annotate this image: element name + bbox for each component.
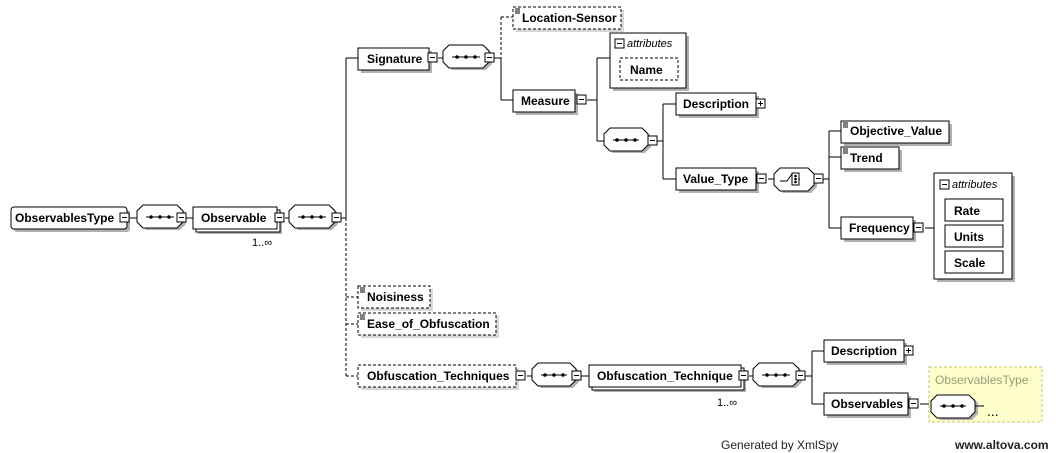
element-objective-value[interactable]: Objective_Value [840,120,952,146]
element-label: Description [831,344,897,358]
collapse-toggle-icon[interactable] [913,222,924,233]
cardinality-label: 1..∞ [252,237,272,249]
expand-toggle-icon[interactable] [755,98,766,109]
collapse-toggle-icon[interactable] [795,370,806,381]
element-value-type[interactable]: Value_Type [675,167,759,193]
sequence-compositor-4[interactable] [603,127,651,153]
sequence-compositor-6[interactable] [752,362,802,388]
element-label: Trend [850,151,883,165]
element-description-1[interactable]: Description [675,92,759,118]
sequence-compositor-1[interactable] [136,204,186,230]
element-label: Observable [201,211,267,225]
text-content-icon [515,8,520,14]
element-label: Objective_Value [850,124,942,138]
element-trend[interactable]: Trend [840,146,902,172]
element-frequency[interactable]: Frequency [840,216,916,242]
element-label: Location-Sensor [522,11,617,25]
element-obfuscation-technique[interactable]: Obfuscation_Technique [588,364,746,392]
sequence-compositor-3[interactable] [442,44,492,70]
collapse-toggle-icon[interactable] [515,370,526,381]
attribute-name: Name [630,63,663,77]
sequence-compositor-5[interactable] [531,362,579,388]
element-observables[interactable]: Observables [823,392,911,418]
collapse-toggle-icon[interactable] [571,370,582,381]
collapse-toggle-icon[interactable] [813,173,824,184]
attributes-group-frequency: attributes Rate Units Scale [933,172,1015,282]
collapse-toggle-icon[interactable] [427,52,438,63]
element-label: Description [683,97,749,111]
collapse-toggle-icon[interactable] [908,398,919,409]
element-label: ObservablesType [15,211,114,225]
element-measure[interactable]: Measure [512,89,578,115]
attributes-label: attributes [627,38,673,50]
collapse-toggle-icon[interactable] [274,212,285,223]
expand-toggle-icon[interactable] [903,345,914,356]
element-noisiness[interactable]: Noisiness [357,285,433,311]
text-content-icon [843,148,848,154]
element-ease-of-obfuscation[interactable]: Ease_of_Obfuscation [357,312,499,338]
element-label: Obfuscation_Technique [597,369,733,383]
sequence-compositor-2[interactable] [288,204,338,230]
collapse-toggle-icon[interactable] [484,52,495,63]
element-label: Observables [831,397,903,411]
collapse-toggle-icon[interactable] [176,212,187,223]
collapse-toggle-icon[interactable] [576,94,587,105]
text-content-icon [360,314,365,320]
collapse-toggle-icon[interactable] [647,135,658,146]
element-location-sensor[interactable]: Location-Sensor [512,6,624,32]
element-observable[interactable]: Observable [192,206,282,234]
collapse-toggle-icon[interactable] [614,38,625,49]
website-link[interactable]: www.altova.com [955,438,1049,452]
cardinality-label: 1..∞ [717,397,737,409]
collapse-toggle-icon[interactable] [119,212,130,223]
element-label: Value_Type [683,172,748,186]
element-description-2[interactable]: Description [823,339,907,365]
choice-compositor[interactable] [773,167,817,193]
element-label: Signature [367,52,423,66]
generated-by-label: Generated by XmlSpy [721,438,839,452]
type-reference-label: ObservablesType [935,373,1029,387]
ellipsis-label: ... [987,403,999,419]
element-label: Ease_of_Obfuscation [367,317,490,331]
attributes-group-measure: attributes Name [609,32,689,91]
attribute-scale: Scale [954,256,986,270]
element-observablestype[interactable]: ObservablesType [10,206,130,232]
attribute-units: Units [954,230,984,244]
element-label: Frequency [849,221,910,235]
text-content-icon [843,122,848,128]
text-content-icon [360,287,365,293]
collapse-toggle-icon[interactable] [939,179,950,190]
collapse-toggle-icon[interactable] [331,212,342,223]
type-reference-observablestype[interactable]: ObservablesType ... [928,366,1043,423]
element-label: Measure [521,94,570,108]
element-label: Obfuscation_Techniques [367,369,510,383]
collapse-toggle-icon[interactable] [756,173,767,184]
attributes-label: attributes [952,179,998,191]
element-obfuscation-techniques[interactable]: Obfuscation_Techniques [357,364,519,390]
attribute-rate: Rate [954,204,980,218]
element-label: Noisiness [367,290,424,304]
element-signature[interactable]: Signature [357,47,432,73]
collapse-toggle-icon[interactable] [738,370,749,381]
